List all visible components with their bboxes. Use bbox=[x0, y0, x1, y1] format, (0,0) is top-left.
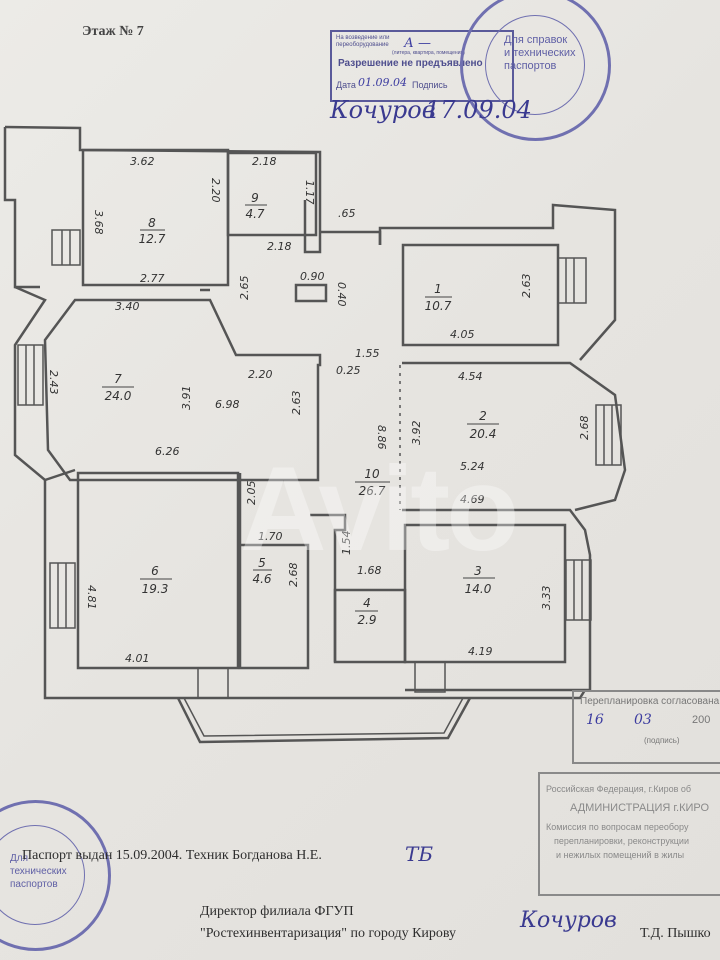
handwritten-signature-top: Кочуров bbox=[330, 96, 436, 124]
svg-text:3.68: 3.68 bbox=[92, 210, 105, 235]
room-9-number: 9 bbox=[251, 191, 259, 205]
room-6-number: 6 bbox=[151, 564, 159, 578]
room-8-number: 8 bbox=[148, 216, 156, 230]
svg-text:2.63: 2.63 bbox=[520, 274, 533, 299]
director-title-line2: "Ростехинвентаризация" по городу Кирову bbox=[200, 926, 457, 941]
svg-text:2.20: 2.20 bbox=[209, 178, 222, 203]
room-4-area: 2.9 bbox=[357, 613, 376, 627]
svg-text:4.05: 4.05 bbox=[450, 328, 475, 341]
svg-text:0.90: 0.90 bbox=[300, 270, 325, 283]
room-3-number: 3 bbox=[474, 564, 482, 578]
approval-month: 03 bbox=[634, 712, 652, 728]
room-4-number: 4 bbox=[363, 596, 371, 610]
svg-text:6.26: 6.26 bbox=[155, 445, 180, 458]
director-signature: Кочуров bbox=[520, 908, 617, 933]
room-7-area: 24.0 bbox=[105, 389, 132, 403]
svg-text:0.40: 0.40 bbox=[335, 282, 348, 307]
svg-text:2.18: 2.18 bbox=[267, 240, 292, 253]
room-labels: 8 12.7 9 4.7 1 10.7 7 24.0 2 20.4 10 26.… bbox=[102, 191, 499, 627]
approval-sign-label: (подпись) bbox=[644, 736, 680, 745]
room-1-area: 10.7 bbox=[425, 299, 452, 313]
svg-text:3.40: 3.40 bbox=[115, 300, 140, 313]
svg-text:1.70: 1.70 bbox=[258, 530, 283, 543]
svg-text:1.17: 1.17 bbox=[303, 180, 316, 205]
technician-signature: ТБ bbox=[405, 842, 434, 866]
svg-text:2.68: 2.68 bbox=[578, 416, 591, 441]
permit-date-value: 01.09.04 bbox=[358, 76, 407, 89]
svg-text:2.18: 2.18 bbox=[252, 155, 277, 168]
replanning-approval-stamp: Перепланировка согласована 16 03 200 (по… bbox=[572, 690, 720, 764]
permit-main-text: Разрешение не предъявлено bbox=[338, 58, 483, 69]
approval-year: 200 bbox=[692, 714, 711, 726]
svg-text:4.01: 4.01 bbox=[125, 652, 150, 665]
approval-title: Перепланировка согласована bbox=[580, 696, 720, 707]
svg-text:3.62: 3.62 bbox=[130, 155, 155, 168]
handwritten-date-top: 17.09.04 bbox=[425, 96, 532, 124]
svg-text:4.54: 4.54 bbox=[458, 370, 483, 383]
svg-text:3.92: 3.92 bbox=[410, 421, 423, 446]
svg-text:3.33: 3.33 bbox=[540, 586, 553, 611]
svg-text:2.43: 2.43 bbox=[47, 370, 60, 395]
director-name: Т.Д. Пышко bbox=[640, 926, 711, 941]
round-stamp-top-center: Для справок и технических паспортов bbox=[504, 34, 576, 72]
room-7-number: 7 bbox=[114, 372, 122, 386]
svg-text:2.68: 2.68 bbox=[287, 563, 300, 588]
svg-text:6.98: 6.98 bbox=[215, 398, 240, 411]
svg-text:2.20: 2.20 bbox=[248, 368, 273, 381]
svg-text:1.68: 1.68 bbox=[357, 564, 382, 577]
svg-text:4.69: 4.69 bbox=[460, 493, 485, 506]
svg-text:.65: .65 bbox=[338, 207, 356, 220]
room-10-number: 10 bbox=[364, 467, 380, 481]
room-10-area: 26.7 bbox=[359, 484, 386, 498]
room-3-area: 14.0 bbox=[465, 582, 492, 596]
svg-text:4.19: 4.19 bbox=[468, 645, 493, 658]
svg-text:2.05: 2.05 bbox=[245, 481, 258, 506]
svg-text:2.63: 2.63 bbox=[290, 391, 303, 416]
floor-title: Этаж № 7 bbox=[82, 24, 144, 39]
permit-sign-label: Подпись bbox=[412, 80, 448, 90]
room-2-area: 20.4 bbox=[470, 427, 497, 441]
svg-text:1.54: 1.54 bbox=[340, 531, 353, 556]
director-title-line1: Директор филиала ФГУП bbox=[200, 904, 354, 919]
round-stamp-top bbox=[460, 0, 611, 141]
svg-text:8.86: 8.86 bbox=[375, 425, 388, 450]
svg-text:2.77: 2.77 bbox=[140, 272, 165, 285]
room-1-number: 1 bbox=[434, 282, 442, 296]
svg-text:1.55: 1.55 bbox=[355, 347, 380, 360]
svg-text:4.81: 4.81 bbox=[85, 585, 98, 610]
svg-text:0.25: 0.25 bbox=[336, 364, 361, 377]
passport-issued-line: Паспорт выдан 15.09.2004. Техник Богдано… bbox=[22, 848, 322, 863]
svg-text:5.24: 5.24 bbox=[460, 460, 485, 473]
room-9-area: 4.7 bbox=[245, 207, 264, 221]
permit-hand-mark: А — bbox=[404, 36, 431, 51]
room-6-area: 19.3 bbox=[142, 582, 169, 596]
room-5-number: 5 bbox=[258, 556, 266, 570]
svg-text:3.91: 3.91 bbox=[180, 386, 193, 411]
room-5-area: 4.6 bbox=[252, 572, 271, 586]
permit-date-label: Дата bbox=[336, 80, 356, 90]
round-stamp-bottom-center: Для технических паспортов bbox=[10, 853, 67, 890]
administration-stamp: Российская Федерация, г.Киров об АДМИНИС… bbox=[538, 772, 720, 896]
approval-day: 16 bbox=[586, 712, 604, 728]
svg-text:2.65: 2.65 bbox=[238, 276, 251, 301]
permit-sub-label: (литера, квартира, помещения) bbox=[392, 50, 465, 56]
room-8-area: 12.7 bbox=[139, 232, 166, 246]
permit-stamp-header: На возведение или переоборудование bbox=[336, 35, 390, 48]
room-2-number: 2 bbox=[479, 409, 487, 423]
dimension-labels: 3.62 2.77 3.68 2.20 2.18 2.18 1.17 .65 2… bbox=[47, 155, 591, 665]
